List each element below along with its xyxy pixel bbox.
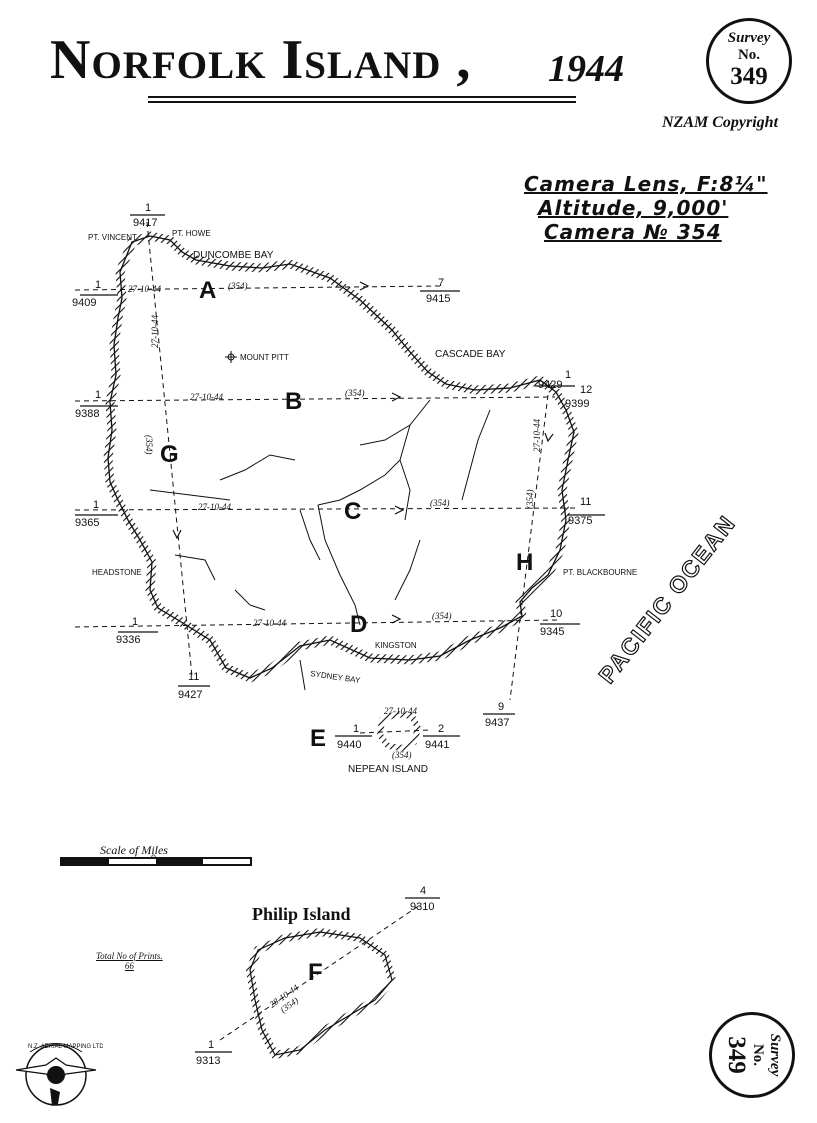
run-b-start-frame: 1: [95, 389, 101, 401]
run-b-camera: (354): [345, 388, 365, 398]
run-c-end-frame: 11: [580, 496, 591, 508]
run-h-end-frame: 9: [498, 701, 504, 713]
run-d-end-print: 9345: [540, 626, 564, 638]
run-d-start-print: 9336: [116, 634, 140, 646]
total-prints-label: Total No of Prints.: [96, 951, 163, 961]
run-letter-d: D: [350, 611, 367, 638]
place-pt-blackbourne: Pt. Blackbourne: [563, 568, 637, 577]
place-kingston: Kingston: [375, 641, 417, 650]
run-b-end-frame: 12: [580, 384, 592, 396]
run-e-start-frame: 1: [353, 723, 359, 735]
run-letter-b: B: [285, 388, 302, 415]
run-letter-f: F: [308, 959, 323, 986]
run-c-end-print: 9375: [568, 515, 592, 527]
run-d-camera: (354): [432, 611, 452, 621]
run-c-start-print: 9365: [75, 517, 99, 529]
logo-text: N.Z. Aerial Mapping Ltd.: [28, 1044, 103, 1050]
flight-lines: [74, 221, 576, 1041]
run-g-end-frame: 11: [188, 671, 199, 683]
survey-badge-bottom-no: No.: [750, 1043, 766, 1067]
run-d-start-frame: 1: [132, 616, 138, 628]
run-c-start-frame: 1: [93, 499, 99, 511]
run-f-start-frame: 1: [208, 1039, 214, 1051]
camera-lens-label: Camera Lens, F:8¼": [524, 172, 768, 196]
run-g-end-print: 9427: [178, 689, 202, 701]
scale-label: Scale of Miles: [100, 843, 168, 857]
run-a-date: 27-10-44: [128, 284, 161, 294]
run-e-end-frame: 2: [438, 723, 444, 735]
run-letter-h: H: [516, 549, 533, 576]
place-sydney-bay: Sydney Bay: [310, 669, 362, 685]
run-g-camera: (354): [144, 435, 154, 455]
place-pt-howe: Pt. Howe: [172, 229, 211, 238]
place-pt-vincent: Pt. Vincent: [88, 233, 137, 242]
place-nepean-island: Nepean Island: [348, 764, 428, 775]
run-a-camera: (354): [228, 281, 248, 291]
frame-ticks: [75, 214, 605, 1053]
run-letter-g: G: [160, 441, 179, 468]
run-h-start-print: 9429: [538, 379, 562, 391]
survey-badge-bottom-label: Survey: [767, 1033, 783, 1077]
scale-bar: [60, 857, 252, 866]
survey-badge-number: 349: [730, 63, 768, 90]
run-g-start-frame: 1: [145, 202, 151, 214]
run-letter-c: C: [344, 498, 361, 525]
place-mount-pitt: Mount Pitt: [240, 353, 289, 362]
camera-number-label: Camera № 354: [544, 220, 722, 244]
survey-badge-label: Survey: [727, 30, 771, 46]
place-philip-island: Philip Island: [252, 904, 351, 924]
run-h-date: 27-10-44: [532, 419, 542, 452]
flight-arrows: [172, 281, 554, 624]
mount-pitt-symbol: [225, 351, 237, 363]
run-b-end-print: 9399: [565, 398, 589, 410]
run-a-end-print: 9415: [426, 293, 450, 305]
run-a-start-frame: 1: [95, 279, 101, 291]
run-f-end-print: 9310: [410, 901, 434, 913]
run-e-end-print: 9441: [425, 739, 449, 751]
run-a-start-print: 9409: [72, 297, 96, 309]
place-cascade-bay: Cascade Bay: [435, 349, 506, 360]
map-year: 1944: [548, 48, 624, 90]
survey-badge-no: No.: [737, 47, 761, 63]
run-e-camera: (354): [392, 750, 412, 760]
run-e-start-print: 9440: [337, 739, 361, 751]
place-duncombe-bay: Duncombe Bay: [193, 250, 274, 261]
run-c-camera: (354): [430, 498, 450, 508]
total-prints: Total No of Prints. 66: [96, 951, 163, 972]
place-pacific-ocean: PACIFIC OCEAN: [593, 510, 740, 688]
run-h-start-frame: 1: [565, 369, 571, 381]
run-b-date: 27-10-44: [190, 392, 223, 402]
run-a-end-frame: 7: [438, 277, 444, 289]
run-e-date: 27-10-44: [384, 706, 417, 716]
nz-aerial-mapping-logo: N.Z. Aerial Mapping Ltd.: [15, 1043, 103, 1106]
survey-badge-bottom: Survey No. 349: [709, 1012, 795, 1098]
run-g-date: 27-10-44: [150, 315, 160, 348]
philip-island-outline: [245, 927, 397, 1060]
survey-badge: Survey No. 349: [706, 18, 792, 104]
run-h-camera: (354): [525, 490, 535, 510]
run-b-start-print: 9388: [75, 408, 99, 420]
copyright-notice: NZAM Copyright: [662, 114, 779, 131]
map-title: Norfolk Island ,: [50, 29, 472, 91]
run-h-end-print: 9437: [485, 717, 509, 729]
run-f-end-frame: 4: [420, 885, 426, 897]
run-f-start-print: 9313: [196, 1055, 220, 1067]
nepean-island-outline: [376, 710, 422, 752]
altitude-label: Altitude, 9,000': [538, 196, 729, 220]
place-headstone: Headstone: [92, 568, 142, 577]
run-d-date: 27-10-44: [253, 618, 286, 628]
run-g-start-print: 9417: [133, 217, 157, 229]
run-letter-a: A: [199, 277, 216, 304]
run-letter-e: E: [310, 725, 326, 752]
run-d-end-frame: 10: [550, 608, 562, 620]
title-underline: [148, 96, 576, 103]
survey-badge-bottom-number: 349: [723, 1036, 750, 1074]
streams: [149, 399, 491, 691]
run-c-date: 27-10-44: [198, 502, 231, 512]
total-prints-value: 66: [124, 960, 134, 971]
